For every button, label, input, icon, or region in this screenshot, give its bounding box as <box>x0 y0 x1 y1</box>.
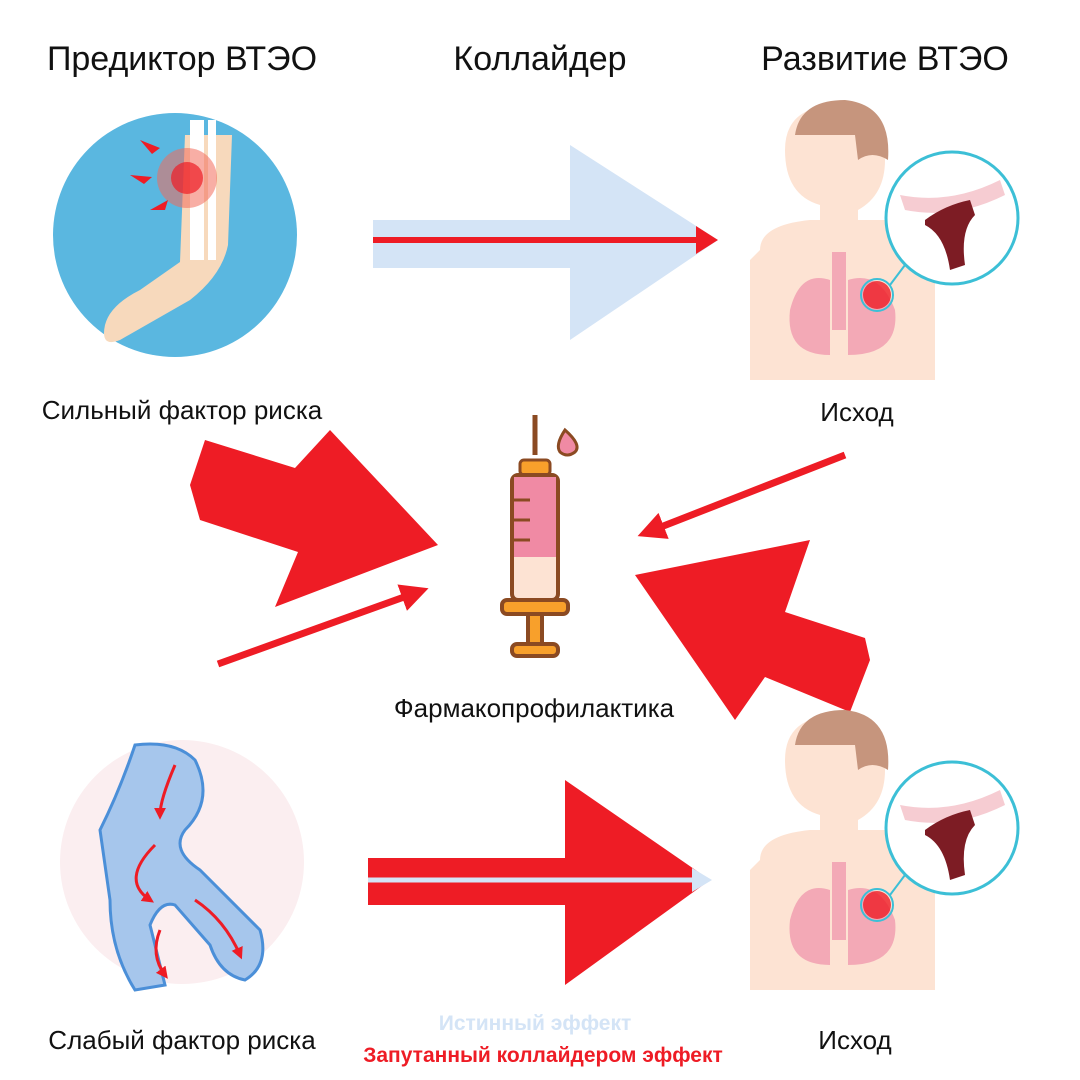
label-outcome-bottom: Исход <box>818 1025 892 1055</box>
leg-fracture-icon <box>53 113 297 357</box>
thin-arrow-outcome-to-syringe <box>637 451 847 539</box>
label-outcome-top: Исход <box>820 397 894 427</box>
vein-icon <box>60 740 304 992</box>
label-weak-factor: Слабый фактор риска <box>48 1025 316 1055</box>
header-development: Развитие ВТЭО <box>761 40 1009 78</box>
header-collider: Коллайдер <box>453 40 627 78</box>
confounded-arrow-bottom <box>368 780 712 985</box>
confounded-arrow-from-strong <box>190 430 438 607</box>
person-lungs-icon-top <box>750 100 1020 380</box>
label-prophylaxis: Фармакопрофилактика <box>393 693 675 723</box>
person-lungs-icon-bottom <box>750 710 1020 990</box>
header-predictor: Предиктор ВТЭО <box>46 40 318 78</box>
label-strong-factor: Сильный фактор риска <box>41 395 323 425</box>
legend-confounded-effect: Запутанный коллайдером эффект <box>363 1044 723 1067</box>
syringe-icon <box>500 415 579 658</box>
confounded-arrow-from-outcome <box>635 540 870 720</box>
legend-true-effect: Истинный эффект <box>438 1012 632 1035</box>
true-effect-arrow-top <box>373 145 718 340</box>
thin-arrow-weak-to-syringe <box>216 584 429 668</box>
